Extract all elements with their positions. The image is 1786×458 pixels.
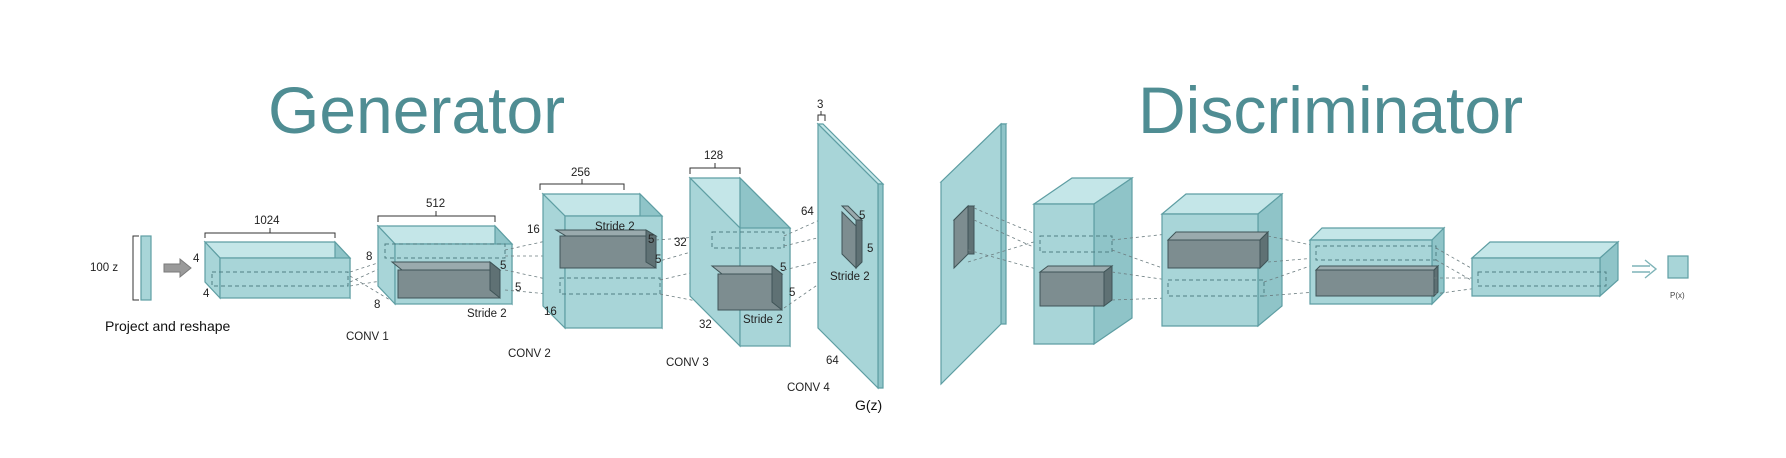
conv2-name: CONV 2 bbox=[508, 348, 551, 360]
conv3-name: CONV 3 bbox=[666, 357, 709, 369]
block0-width-brace bbox=[204, 228, 336, 238]
block0-depth-b: 4 bbox=[203, 288, 210, 300]
conv3-depth-b: 32 bbox=[699, 319, 712, 331]
conv2-kernel-b: 5 bbox=[655, 254, 661, 266]
conv1-name: CONV 1 bbox=[346, 331, 389, 343]
conv1-stride: Stride 2 bbox=[467, 308, 507, 320]
disc-connector-lines-3 bbox=[1263, 235, 1317, 297]
px-label: P(x) bbox=[1670, 291, 1685, 300]
block0-depth-a: 4 bbox=[193, 253, 200, 265]
conv1-kernel-a: 5 bbox=[500, 260, 506, 272]
project-block bbox=[203, 240, 352, 300]
conv4-output-slab bbox=[816, 122, 885, 390]
disc-input-slab bbox=[939, 122, 1008, 386]
conv3-block bbox=[688, 176, 792, 348]
conv3-kernel-b: 5 bbox=[789, 287, 795, 299]
conv2-width: 256 bbox=[571, 167, 590, 179]
conv3-width-brace bbox=[689, 163, 741, 174]
disc-block-4 bbox=[1470, 240, 1620, 298]
project-arrow-icon bbox=[163, 257, 192, 279]
discriminator-title: Discriminator bbox=[1138, 73, 1523, 147]
conv2-depth-a: 16 bbox=[527, 224, 540, 236]
conv4-name: CONV 4 bbox=[787, 382, 830, 394]
conv1-depth-a: 8 bbox=[366, 251, 372, 263]
disc-output-arrow-icon bbox=[1632, 259, 1658, 279]
conv1-width: 512 bbox=[426, 198, 445, 210]
conv2-block bbox=[541, 192, 664, 330]
conv4-stride: Stride 2 bbox=[830, 271, 870, 283]
conv3-kernel-a: 5 bbox=[780, 262, 786, 274]
input-z-vector bbox=[132, 235, 152, 301]
conv3-stride: Stride 2 bbox=[743, 314, 783, 326]
disc-connector-lines-4 bbox=[1433, 247, 1479, 295]
disc-block-1 bbox=[1032, 176, 1134, 346]
conv2-kernel-a: 5 bbox=[648, 234, 654, 246]
disc-connector-lines-1 bbox=[967, 207, 1041, 271]
conv2-width-brace bbox=[539, 179, 625, 190]
conv3-depth-a: 32 bbox=[674, 237, 687, 249]
conv4-depth-a: 64 bbox=[801, 206, 814, 218]
conv2-stride: Stride 2 bbox=[595, 221, 635, 233]
disc-output-box bbox=[1667, 255, 1689, 279]
input-z-label: 100 z bbox=[90, 262, 118, 274]
conv1-block bbox=[376, 224, 514, 306]
disc-block-2 bbox=[1160, 192, 1284, 328]
conv3-width: 128 bbox=[704, 150, 723, 162]
gz-label: G(z) bbox=[855, 397, 882, 413]
disc-block-3 bbox=[1308, 226, 1446, 306]
conv4-kernel-a: 5 bbox=[859, 210, 865, 222]
conv1-kernel-b: 5 bbox=[515, 282, 521, 294]
conv4-depth-b: 64 bbox=[826, 355, 839, 367]
conv1-width-brace bbox=[377, 211, 496, 222]
conv1-depth-b: 8 bbox=[374, 299, 380, 311]
conv2-depth-b: 16 bbox=[544, 306, 557, 318]
generator-title: Generator bbox=[268, 73, 565, 147]
block0-width: 1024 bbox=[254, 215, 280, 227]
disc-connector-lines-2 bbox=[1111, 233, 1169, 301]
conv4-width: 3 bbox=[817, 99, 823, 111]
conv4-width-brace bbox=[817, 111, 826, 121]
conv4-kernel-b: 5 bbox=[867, 243, 873, 255]
project-reshape-label: Project and reshape bbox=[105, 318, 231, 334]
